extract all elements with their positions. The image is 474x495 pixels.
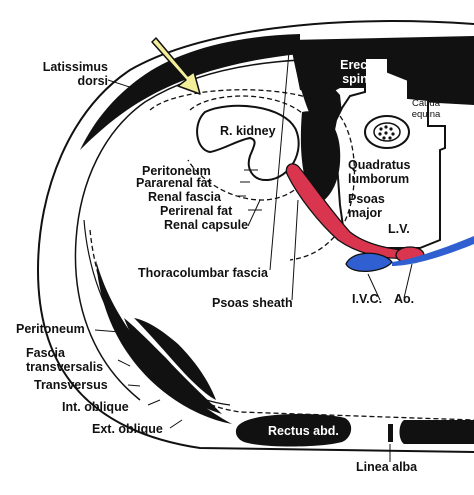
label-peritoneum-lower: Peritoneum	[16, 322, 85, 336]
label-pararenal-fat: Pararenal fat	[136, 176, 212, 190]
label-int-oblique: Int. oblique	[62, 400, 129, 414]
rectus-abdominis-right	[400, 420, 474, 444]
label-latissimus-dorsi: Latissimus dorsi	[20, 60, 108, 88]
label-erector-spinae: Erector spinae	[322, 58, 402, 86]
label-psoas-major: Psoas major	[348, 192, 385, 220]
label-renal-fascia: Renal fascia	[148, 190, 221, 204]
label-perirenal-fat: Perirenal fat	[160, 204, 232, 218]
label-ivc: I.V.C.	[352, 292, 382, 306]
label-fascia-transversalis: Fascia transversalis	[26, 346, 103, 374]
label-ao: Ao.	[394, 292, 414, 306]
label-lv: L.V.	[388, 222, 410, 236]
label-transversus: Transversus	[34, 378, 108, 392]
label-r-kidney: R. kidney	[220, 124, 276, 138]
label-rectus-abd: Rectus abd.	[268, 424, 339, 438]
label-quadratus-lumborum: Quadratus lumborum	[348, 158, 411, 186]
label-psoas-sheath: Psoas sheath	[212, 296, 293, 310]
label-ext-oblique: Ext. oblique	[92, 422, 163, 436]
label-linea-alba: Linea alba	[356, 460, 417, 474]
label-renal-capsule: Renal capsule	[164, 218, 248, 232]
label-cauda-equina: Cauda equina	[396, 98, 456, 120]
label-thoracolumbar-fascia: Thoracolumbar fascia	[138, 266, 268, 280]
linea-alba	[388, 424, 393, 442]
